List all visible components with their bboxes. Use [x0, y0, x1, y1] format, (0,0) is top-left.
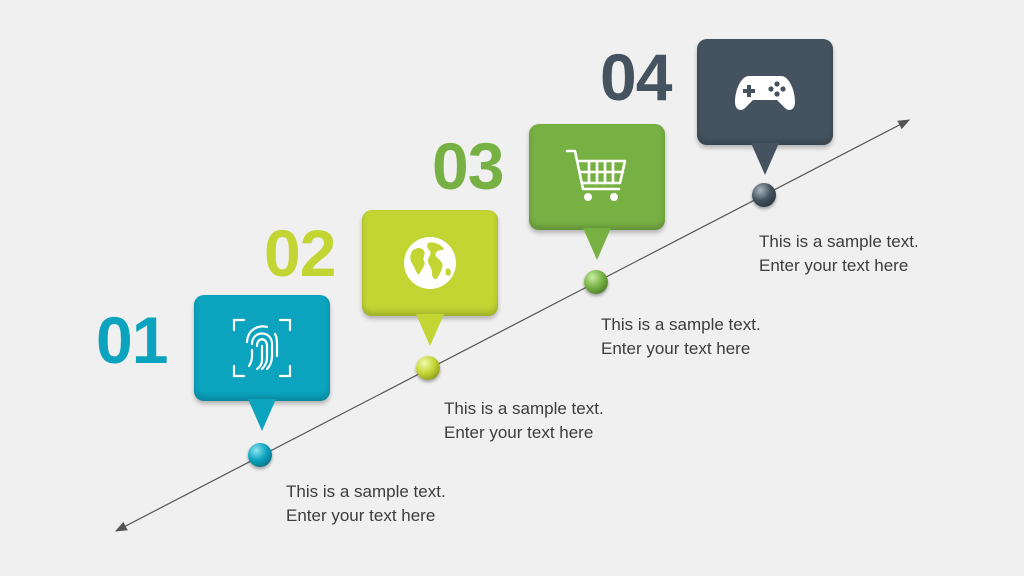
- gamepad-icon: [735, 76, 795, 110]
- step-4-callout: [697, 39, 833, 175]
- step-4-marker: [752, 183, 776, 207]
- step-4-line-2: Enter your text here: [759, 256, 909, 275]
- step-1-description: This is a sample text. Enter your text h…: [286, 480, 446, 528]
- fingerprint-icon: [232, 318, 292, 378]
- step-3-line-2: Enter your text here: [601, 339, 751, 358]
- step-1-line-2: Enter your text here: [286, 506, 436, 525]
- step-3-marker: [584, 270, 608, 294]
- step-2-callout-pointer: [416, 314, 444, 346]
- step-2-line-1: This is a sample text.: [444, 399, 604, 418]
- step-2-callout: [362, 210, 498, 346]
- step-1-callout-pointer: [248, 399, 276, 431]
- step-3-line-1: This is a sample text.: [601, 315, 761, 334]
- step-1-number: 01: [96, 303, 168, 377]
- step-3-number: 03: [432, 129, 504, 203]
- step-4-line-1: This is a sample text.: [759, 232, 919, 251]
- step-2-description: This is a sample text. Enter your text h…: [444, 397, 604, 445]
- step-4-description: This is a sample text. Enter your text h…: [759, 230, 919, 278]
- step-2-line-2: Enter your text here: [444, 423, 594, 442]
- step-3-callout: [529, 124, 665, 260]
- step-3-callout-pointer: [583, 228, 611, 260]
- step-2-number: 02: [264, 216, 336, 290]
- step-4-callout-pointer: [751, 143, 779, 175]
- step-1-callout: [194, 295, 330, 431]
- step-3-description: This is a sample text. Enter your text h…: [601, 313, 761, 361]
- step-1-line-1: This is a sample text.: [286, 482, 446, 501]
- shopping-cart-icon: [565, 149, 627, 201]
- step-4-number: 04: [600, 40, 672, 114]
- step-2-marker: [416, 356, 440, 380]
- globe-icon: [404, 237, 456, 289]
- step-1-marker: [248, 443, 272, 467]
